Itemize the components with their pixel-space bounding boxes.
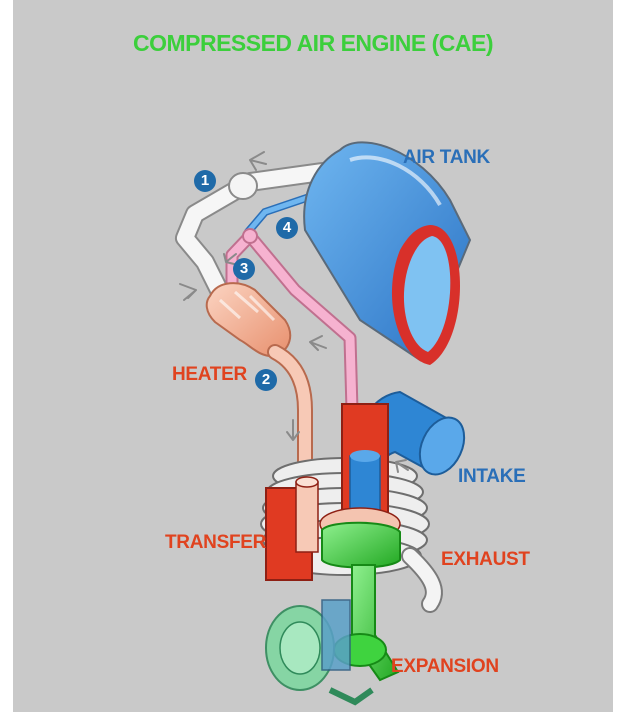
arrow-icon (310, 336, 326, 350)
label-exhaust: EXHAUST (441, 549, 530, 571)
marker-1: 1 (194, 170, 216, 192)
label-intake: INTAKE (458, 466, 526, 488)
label-transfer: TRANSFER (165, 532, 266, 554)
marker-4: 4 (276, 217, 298, 239)
label-heater: HEATER (172, 364, 247, 386)
diagram-title: COMPRESSED AIR ENGINE (CAE) (0, 30, 626, 57)
marker-2: 2 (255, 369, 277, 391)
junction-3 (243, 229, 257, 243)
air-tank (304, 142, 470, 365)
marker-3: 3 (233, 258, 255, 280)
arrow-icon (250, 152, 266, 170)
valve-1 (229, 173, 257, 199)
label-air-tank: AIR TANK (403, 147, 490, 169)
label-expansion: EXPANSION (391, 656, 499, 678)
transfer-chamber (266, 477, 318, 580)
arrow-icon (180, 284, 196, 300)
